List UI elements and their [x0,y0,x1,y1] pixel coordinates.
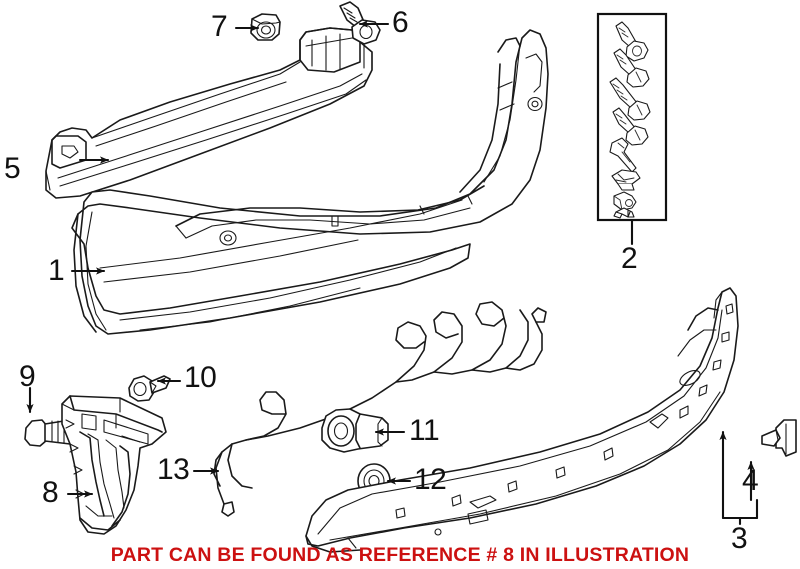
callout-10: 10 [184,361,217,394]
callout-12: 12 [414,463,447,496]
part-bumper-cover [71,29,549,335]
part-hardware-kit-box [596,12,668,222]
part-flange-bolt [339,1,381,45]
callout-4: 4 [742,464,759,497]
part-wire-harness [213,301,547,517]
part-bar-nut [250,13,281,41]
kit-item-short-pan-head-screw [612,107,649,146]
part-impact-bar [45,27,373,199]
callout-9: 9 [19,360,36,393]
kit-item-spring-clip [611,169,641,191]
kit-item-pan-head-screw [613,48,650,88]
callout-8: 8 [42,476,59,509]
part-valance-clip [761,419,797,457]
part-park-assist-sensor [321,408,389,453]
callout-2: 2 [621,242,638,275]
callout-13: 13 [157,453,190,486]
reference-caption: PART CAN BE FOUND AS REFERENCE # 8 IN IL… [110,544,690,566]
kit-item-expansion-rivet [609,137,637,173]
kit-item-long-pan-head-screw [609,77,651,121]
callout-5: 5 [4,152,21,185]
callout-1: 1 [48,254,65,287]
part-push-pin-retainer [128,375,171,402]
kit-item-hex-flange-bolt [615,21,649,62]
callout-3: 3 [731,522,748,555]
kit-item-tapered-pin [613,191,637,211]
callout-6: 6 [392,6,409,39]
part-lower-valance [305,287,739,553]
callout-7: 7 [211,10,228,43]
part-side-bracket [61,395,167,535]
callout-11: 11 [409,414,440,447]
kit-item-push-pin [613,207,635,219]
